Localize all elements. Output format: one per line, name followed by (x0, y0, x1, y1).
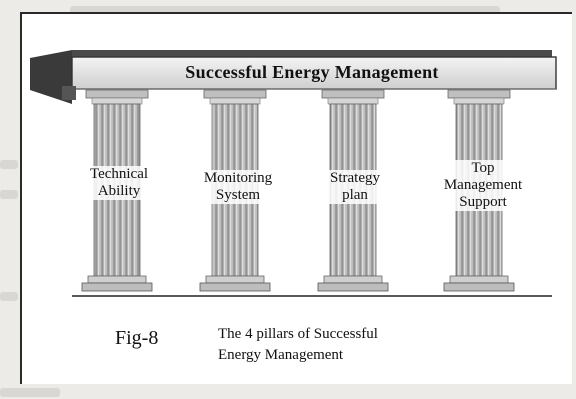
roof-beam (30, 50, 557, 104)
pillar-label-technical-ability: Technical Ability (74, 166, 164, 200)
pillar-strategy-plan (317, 89, 389, 292)
figure-caption: The 4 pillars of Successful Energy Manag… (218, 326, 378, 363)
beam-title: Successful Energy Management (185, 62, 439, 82)
figure-number: Fig-8 (115, 327, 159, 349)
pillar-label-strategy-plan: Strategy plan (320, 170, 390, 204)
pillar-label-top-management-support: Top Management Support (426, 160, 540, 211)
pillar-label-monitoring-system: Monitoring System (188, 170, 288, 204)
